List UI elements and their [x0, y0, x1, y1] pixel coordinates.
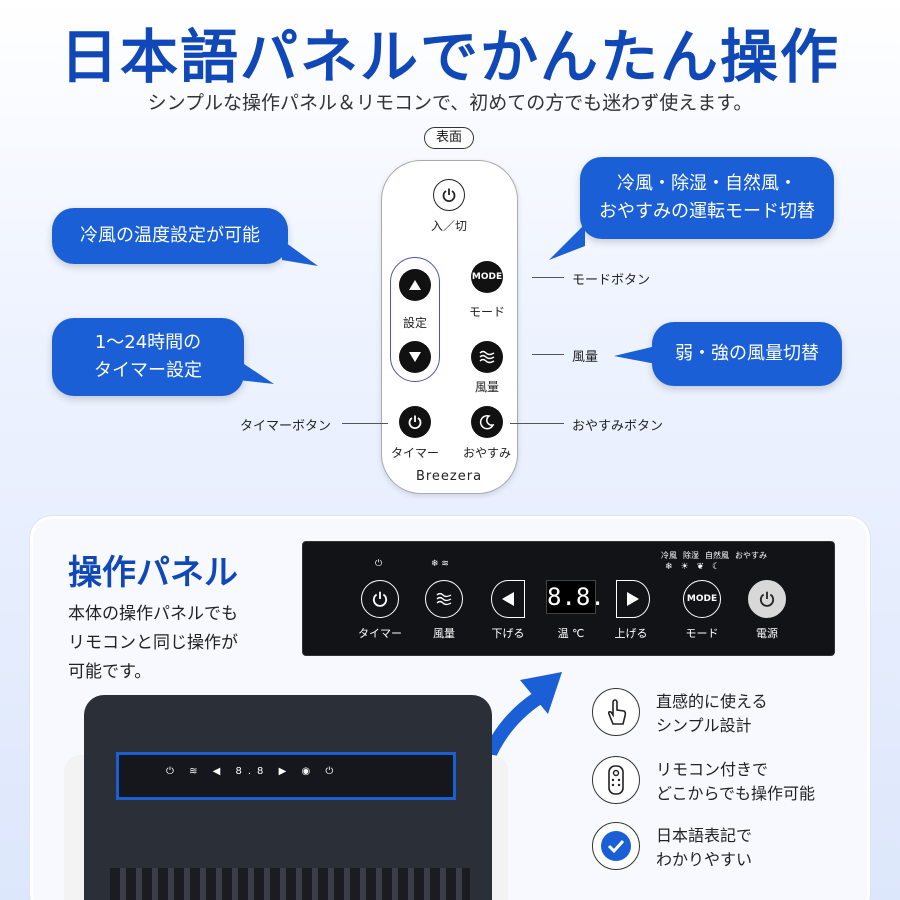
page-title: 日本語パネルでかんたん操作: [59, 23, 840, 91]
triangle-right-icon: [627, 592, 639, 606]
benefit-line2: わかりやすい: [656, 850, 753, 869]
remote-mode-label: モード: [468, 305, 505, 319]
mode-icons-row: ❄☀❦☾: [665, 562, 729, 572]
remote-timer-label: タイマー: [390, 446, 439, 460]
callout-wind: 風量: [572, 350, 599, 365]
panel-temp-label: 温 ℃: [557, 627, 585, 640]
face-tag: 表面: [424, 127, 474, 149]
bubble-temp: 冷風の温度設定が可能: [52, 208, 288, 264]
mode-name-dehumid: 除湿: [683, 551, 699, 560]
wind-icon: [479, 350, 495, 364]
product-top-panel: [116, 752, 456, 800]
mode-name-cool: 冷風: [661, 551, 677, 560]
callout-line: [532, 277, 564, 278]
remote-up-button[interactable]: [399, 269, 431, 301]
benefit-line2: シンプル設計: [656, 716, 752, 735]
panel-power-label: 電源: [756, 627, 778, 640]
remote-icon: [592, 756, 640, 804]
panel-power-button[interactable]: [748, 580, 786, 618]
tap-hand-icon: [592, 688, 640, 736]
bubble-timer-line1: 1～24時間の: [94, 332, 202, 353]
triangle-down-icon: [409, 352, 421, 362]
control-panel: ⏻ ❄ ≋ 冷風 除湿 自然風 おやすみ ❄☀❦☾ タイマー 風量 下げる 8.…: [302, 541, 835, 656]
panel-section-desc: 本体の操作パネルでも リモコンと同じ操作が 可能です。: [68, 600, 238, 687]
remote-down-button[interactable]: [399, 341, 431, 373]
remote-sleep-button[interactable]: [471, 406, 503, 438]
panel-up-label: 上げる: [614, 627, 648, 640]
power-icon: [372, 591, 388, 607]
mode-name-natural: 自然風: [705, 551, 729, 560]
benefit-line2: どこからでも操作可能: [656, 784, 816, 803]
remote-wind-label: 風量: [474, 380, 499, 394]
panel-desc-line1: 本体の操作パネルでも: [68, 604, 238, 624]
power-icon: [408, 415, 422, 429]
panel-desc-line2: リモコンと同じ操作が: [68, 633, 238, 653]
temp-display: 8.8.: [546, 580, 605, 614]
bubble-tail: [238, 360, 274, 384]
power-icon: [759, 591, 775, 607]
remote-sleep-label: おやすみ: [462, 446, 511, 460]
page-subtitle: シンプルな操作パネル＆リモコンで、初めての方でも迷わず使えます。: [147, 92, 753, 114]
panel-section-title: 操作パネル: [68, 553, 238, 593]
power-icon: [442, 188, 456, 202]
remote-power-button[interactable]: [433, 179, 465, 211]
bubble-tail: [614, 346, 656, 364]
remote-power-label: 入／切: [430, 219, 467, 233]
panel-timer-label: タイマー: [358, 627, 402, 640]
panel-timer-button[interactable]: [361, 580, 399, 618]
panel-desc-line3: 可能です。: [68, 662, 152, 682]
panel-down-button[interactable]: [491, 580, 525, 618]
brand-name: Breezera: [415, 469, 483, 484]
remote-set-label: 設定: [402, 316, 427, 330]
bubble-wind: 弱・強の風量切替: [652, 322, 842, 386]
remote-wind-button[interactable]: [471, 341, 503, 373]
mode-name-sleep: おやすみ: [735, 551, 767, 560]
triangle-up-icon: [409, 280, 421, 290]
power-small-icon: ⏻: [375, 559, 383, 569]
benefit-line1: 日本語表記で: [656, 826, 753, 845]
remote-control: 入／切 設定 MODE モード 風量 タイマー おやすみ Breezera: [381, 160, 518, 494]
bubble-modes-line2: おやすみの運転モード切替: [599, 201, 815, 222]
callout-line: [510, 423, 564, 424]
benefit-intuitive: 直感的に使える シンプル設計: [656, 690, 768, 738]
benefit-line1: 直感的に使える: [656, 692, 768, 711]
bubble-timer: 1～24時間の タイマー設定: [52, 318, 244, 396]
check-icon: [592, 822, 640, 870]
benefit-line1: リモコン付きで: [656, 760, 769, 779]
benefit-japanese: 日本語表記で わかりやすい: [656, 824, 752, 872]
remote-timer-button[interactable]: [399, 406, 431, 438]
panel-down-label: 下げる: [491, 627, 525, 640]
callout-line: [342, 423, 388, 424]
moon-icon: [479, 414, 495, 430]
panel-mode-label: モード: [685, 627, 719, 640]
panel-up-button[interactable]: [616, 580, 650, 618]
panel-wind-label: 風量: [433, 627, 455, 640]
bubble-timer-line2: タイマー設定: [94, 360, 202, 381]
product-mini-panel-icons: ⏻ ≋ ◀ 8.8 ▶ ◉ ⏻: [166, 766, 340, 777]
snow-wind-small-icons: ❄ ≋: [431, 559, 449, 569]
wind-icon: [436, 592, 452, 606]
mode-names-row: 冷風 除湿 自然風 おやすみ: [661, 550, 767, 561]
bubble-wind-text: 弱・強の風量切替: [675, 343, 819, 364]
bubble-temp-text: 冷風の温度設定が可能: [80, 225, 260, 246]
bubble-tail: [282, 240, 318, 266]
product-grille: [110, 868, 470, 900]
bubble-modes-line1: 冷風・除湿・自然風・: [617, 173, 797, 194]
callout-line: [532, 354, 564, 355]
set-group: [390, 257, 440, 382]
panel-wind-button[interactable]: [425, 580, 463, 618]
bubble-modes: 冷風・除湿・自然風・ おやすみの運転モード切替: [580, 157, 834, 239]
callout-mode-button: モードボタン: [572, 273, 651, 288]
callout-sleep-button: おやすみボタン: [572, 419, 664, 434]
callout-timer-button: タイマーボタン: [240, 419, 332, 434]
panel-mode-button[interactable]: MODE: [683, 580, 721, 618]
bubble-tail: [549, 224, 585, 260]
benefit-remote: リモコン付きで どこからでも操作可能: [656, 758, 815, 806]
triangle-left-icon: [502, 592, 514, 606]
remote-mode-button[interactable]: MODE: [471, 261, 503, 293]
